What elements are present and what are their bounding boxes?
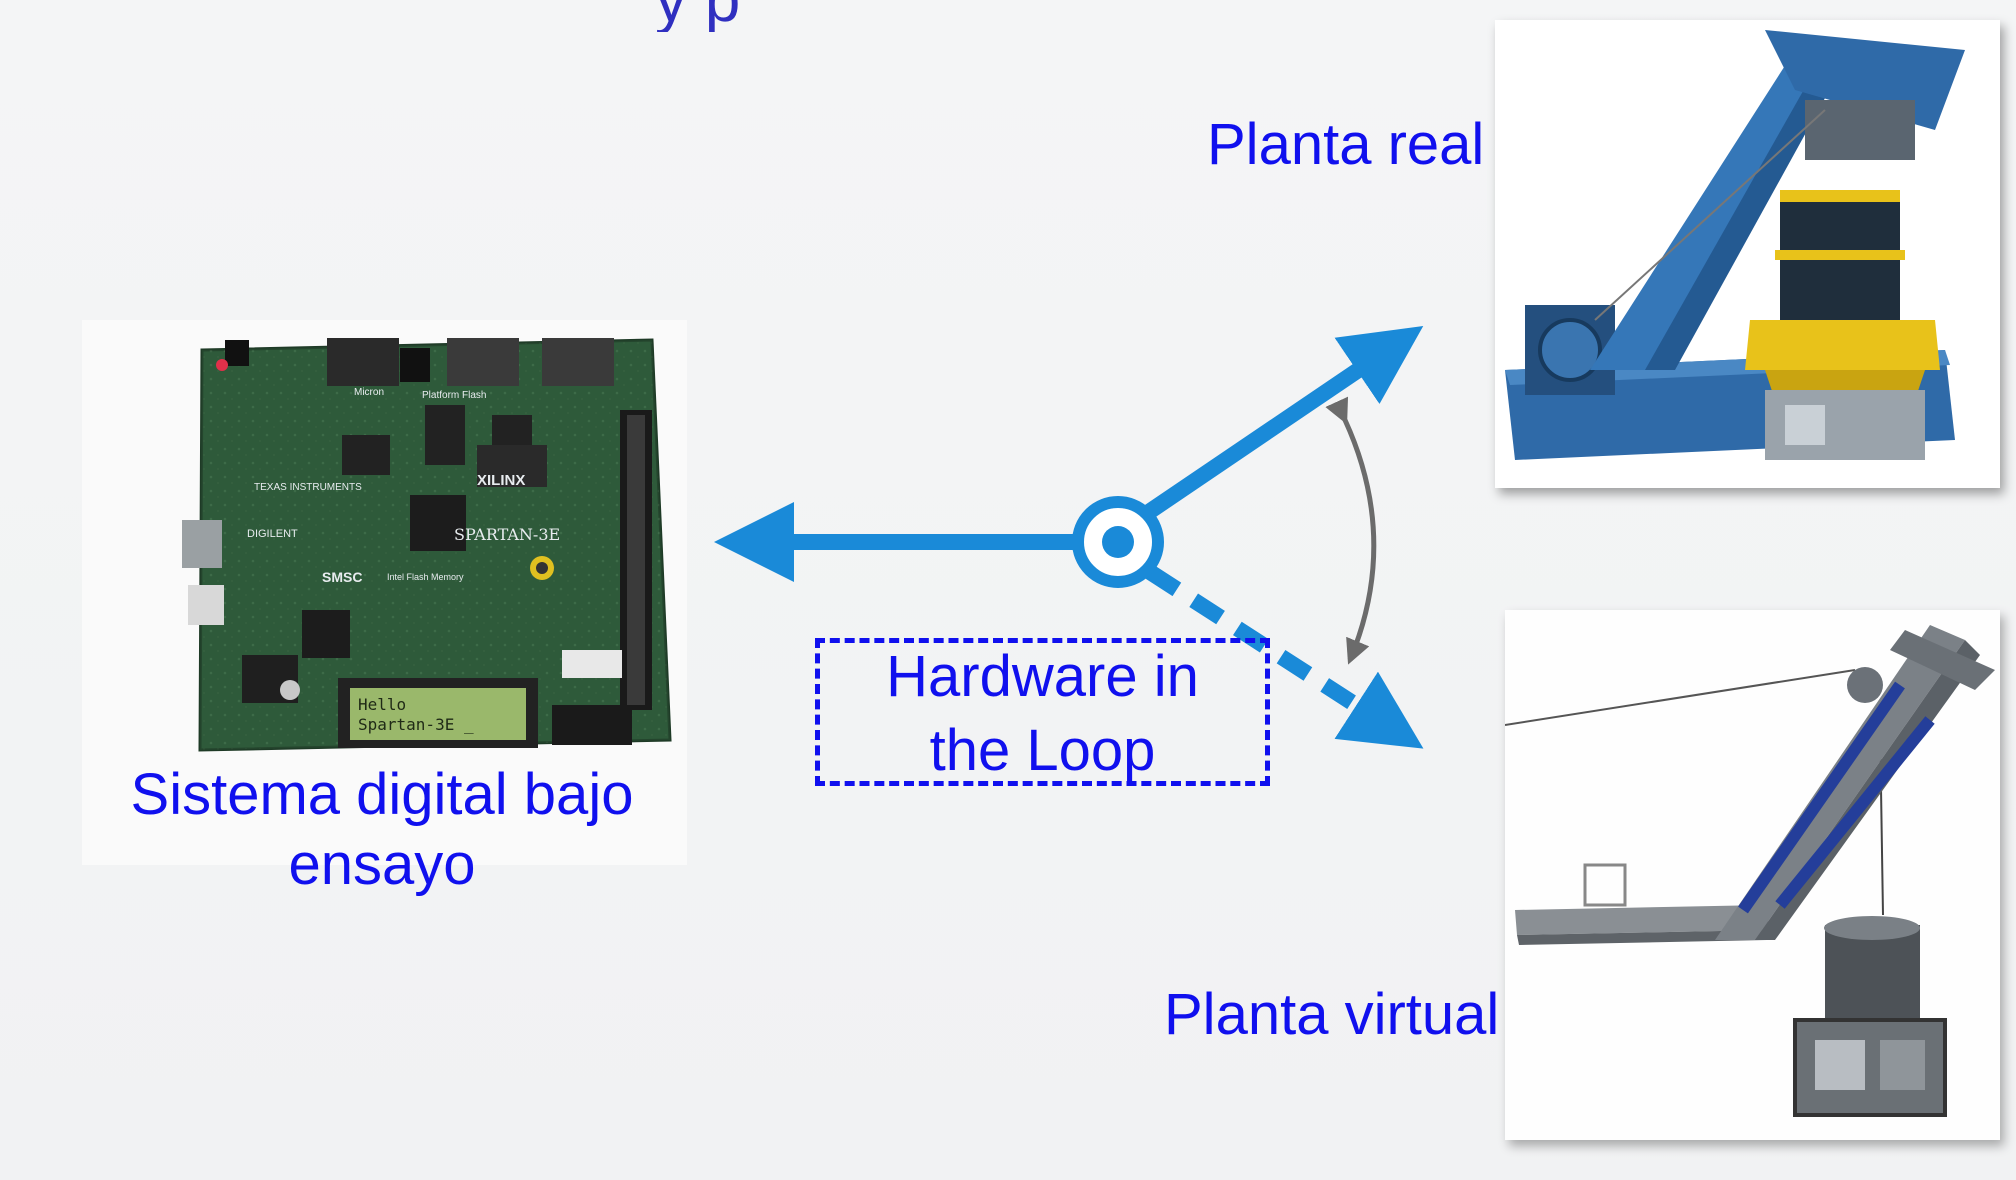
digilent-label: DIGILENT — [247, 528, 298, 540]
real-plant-label: Planta real — [1207, 112, 1485, 177]
platform-flash-label: Platform Flash — [422, 390, 486, 401]
virtual-plant-render — [1505, 610, 2000, 1140]
hil-label-line-1: Hardware in — [886, 644, 1199, 709]
device-under-test-label: Sistema digital bajo ensayo — [130, 762, 634, 897]
slide-title-fragment: y p — [655, 0, 1215, 32]
hil-label-line-2: the Loop — [929, 718, 1156, 783]
virtual-plant-label: Planta virtual — [1164, 982, 1500, 1047]
switch-curved-arrow — [1325, 396, 1377, 665]
micron-label: Micron — [354, 387, 384, 398]
real-plant-photo — [1495, 20, 2000, 488]
crane-illustration-virtual — [1505, 625, 1995, 1117]
arrow-to-real-plant — [1135, 326, 1424, 525]
lcd-line-2: Spartan-3E _ — [358, 715, 474, 734]
hil-dashed-box — [815, 638, 1270, 786]
xilinx-brand: XILINX — [477, 472, 525, 489]
ti-label: TEXAS INSTRUMENTS — [254, 482, 362, 493]
crane-illustration-real — [1505, 30, 1965, 460]
flash-label: Intel Flash Memory — [387, 572, 464, 582]
smsc-label: SMSC — [322, 569, 362, 585]
fpga-board-illustration: Hello Spartan-3E _ XILINX SPARTAN-3E TEX… — [182, 338, 672, 752]
hil-label: Hardware in the Loop — [815, 640, 1270, 788]
device-under-test-photo: Hello Spartan-3E _ XILINX SPARTAN-3E TEX… — [82, 320, 687, 865]
lcd-line-1: Hello — [358, 695, 406, 714]
spartan-chip-label: SPARTAN-3E — [454, 525, 560, 544]
